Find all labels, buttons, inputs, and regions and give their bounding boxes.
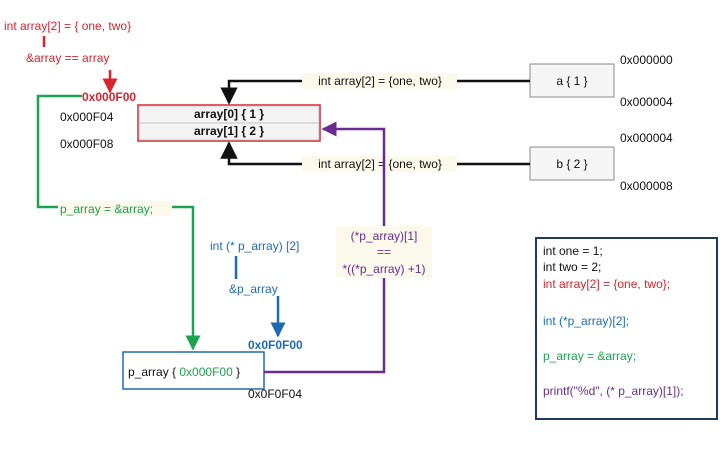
variable-b-label: b { 2 } xyxy=(556,157,587,171)
variable-a-box: a { 1 } xyxy=(529,63,615,98)
label-b-to-array: int array[2] = {one, two} xyxy=(318,157,442,171)
code-line-2: int two = 2; xyxy=(543,260,601,274)
variable-a-label: a { 1 } xyxy=(556,74,587,88)
pointer-box-label: p_array { xyxy=(128,365,179,379)
green-assignment-arrow xyxy=(36,94,201,351)
array-declaration-note: int array[2] = { one, two} xyxy=(4,19,131,33)
variable-b-box: b { 2 } xyxy=(529,146,615,181)
purple-label-line3: *((*p_array) +1) xyxy=(342,262,425,276)
array-element-1: array[1] { 2 } xyxy=(194,124,264,138)
address-array-base: 0x000F00 xyxy=(82,90,136,104)
code-line-3: int array[2] = {one, two}; xyxy=(543,277,670,291)
code-line-5: p_array = &array; xyxy=(543,349,636,363)
address-a-end: 0x000004 xyxy=(620,95,673,109)
array-box: array[0] { 1 } array[1] { 2 } xyxy=(137,104,321,142)
address-b-end: 0x000008 xyxy=(620,179,673,193)
address-b-start: 0x000004 xyxy=(620,131,673,145)
address-array-second: 0x000F04 xyxy=(60,110,114,124)
address-a-start: 0x000000 xyxy=(620,53,673,67)
code-line-4: int (*p_array)[2]; xyxy=(543,314,629,328)
pointer-box-value: 0x000F00 xyxy=(179,365,233,379)
address-pointer-start: 0x0F0F00 xyxy=(248,338,303,352)
pointer-box-close: } xyxy=(233,365,240,379)
address-pointer-end: 0x0F0F04 xyxy=(248,387,302,401)
address-equality-note: &array == array xyxy=(26,51,109,65)
code-line-6: printf("%d", (* p_array)[1]); xyxy=(543,384,684,398)
purple-label-line2: == xyxy=(377,245,391,259)
purple-label-line1: (*p_array)[1] xyxy=(351,229,418,243)
code-line-1: int one = 1; xyxy=(543,244,603,258)
label-a-to-array: int array[2] = {one, two} xyxy=(318,74,442,88)
code-box: int one = 1; int two = 2; int array[2] =… xyxy=(535,237,718,420)
pointer-address-of-label: &p_array xyxy=(229,282,278,296)
pointer-declaration-label: int (* p_array) [2] xyxy=(210,239,299,253)
green-assignment-label: p_array = &array; xyxy=(60,202,153,216)
svg-text:p_array { 0x000F00 }: p_array { 0x000F00 } xyxy=(128,365,240,379)
pointer-variable-box: p_array { 0x000F00 } xyxy=(122,351,265,390)
array-element-0: array[0] { 1 } xyxy=(194,107,264,121)
address-array-end: 0x000F08 xyxy=(60,137,114,151)
